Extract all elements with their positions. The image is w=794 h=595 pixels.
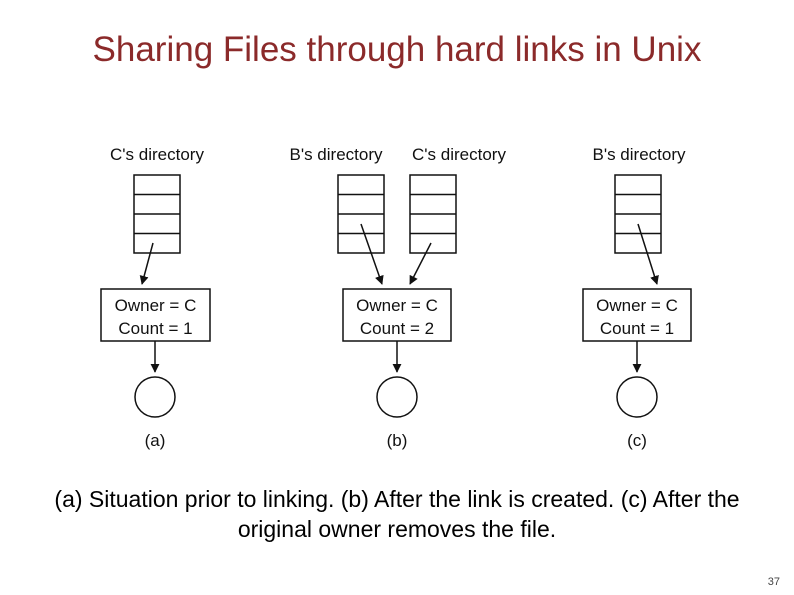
- directory-entry-arrow: [637, 223, 659, 285]
- inode-count: Count = 1: [118, 319, 192, 338]
- directory-table: [614, 174, 662, 254]
- panel-a: C's directory Owner = C Count = 1 (a): [100, 145, 211, 450]
- caption-line: (a) Situation prior to linking. (b) Afte…: [54, 486, 740, 512]
- panel-label: (b): [387, 431, 408, 450]
- slide-title: Sharing Files through hard links in Unix: [92, 30, 702, 69]
- panel-label: (a): [145, 431, 166, 450]
- page-number: 37: [767, 576, 780, 588]
- inode-owner: Owner = C: [596, 296, 678, 315]
- directory-entry-arrow: [139, 242, 154, 285]
- panel-label: (c): [627, 431, 647, 450]
- directory-label: C's directory: [110, 145, 204, 164]
- inode-count: Count = 2: [360, 319, 434, 338]
- file-node: [134, 376, 176, 418]
- directory-table: [133, 174, 181, 254]
- directory-entry-arrow-b: [360, 223, 384, 285]
- directory-label-c: C's directory: [412, 145, 506, 164]
- directory-label-b: B's directory: [290, 145, 383, 164]
- inode-owner: Owner = C: [115, 296, 197, 315]
- panel-c: B's directory Owner = C Count = 1 (c): [582, 145, 692, 450]
- directory-table-c: [409, 174, 457, 254]
- directory-entry-arrow-c: [409, 242, 432, 285]
- caption-line: original owner removes the file.: [237, 516, 557, 542]
- slide-caption: (a) Situation prior to linking. (b) Afte…: [0, 484, 794, 544]
- file-node: [616, 376, 658, 418]
- panel-b: B's directory C's directory Owner = C Co…: [290, 145, 507, 450]
- inode-count: Count = 1: [600, 319, 674, 338]
- directory-table-b: [337, 174, 385, 254]
- inode-owner: Owner = C: [356, 296, 438, 315]
- directory-label: B's directory: [593, 145, 686, 164]
- file-node: [376, 376, 418, 418]
